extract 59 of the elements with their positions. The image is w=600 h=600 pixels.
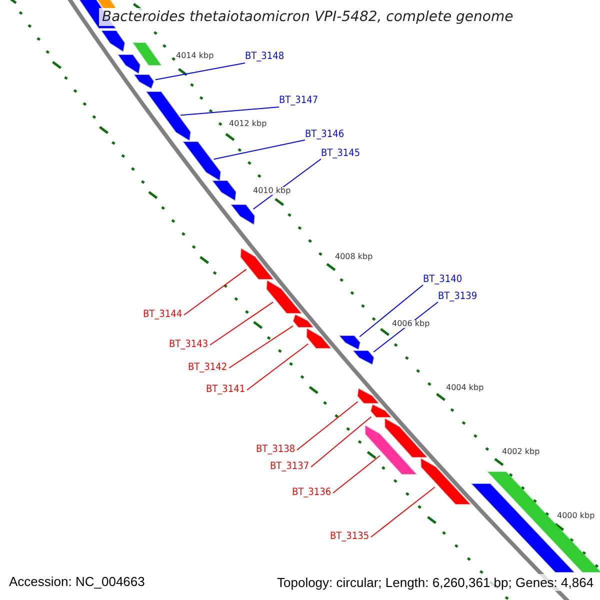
gene-label: BT_3142 <box>188 362 228 372</box>
gene-label: BT_3139 <box>438 292 478 302</box>
leader-line <box>373 302 438 352</box>
gene-feature <box>212 180 236 201</box>
gene-label: BT_3136 <box>292 488 332 498</box>
tick-label: 4004 kbp <box>446 384 484 392</box>
gene-label: BT_3137 <box>270 462 310 472</box>
gene-feature <box>486 472 600 572</box>
gene-feature <box>132 42 162 66</box>
leader-line <box>210 302 274 346</box>
leader-line <box>252 158 322 210</box>
gene-feature <box>292 314 314 328</box>
gene-feature <box>182 142 221 181</box>
leader-line <box>246 343 309 390</box>
tick-label: 4012 kbp <box>229 120 267 128</box>
genome-info-text: Topology: circular; Length: 6,260,361 bp; Genes: 4,864 <box>275 574 596 591</box>
gene-label: BT_3141 <box>206 384 246 394</box>
leader-line <box>228 325 294 368</box>
gene-label: BT_3135 <box>330 532 370 542</box>
gene-feature <box>352 350 374 365</box>
leader-line <box>359 284 424 338</box>
tick-label: 4008 kbp <box>335 253 373 262</box>
tick-label: 4000 kbp <box>557 512 595 520</box>
gene-label: BT_3146 <box>305 130 344 140</box>
gene-label: BT_3144 <box>143 310 182 320</box>
gene-feature <box>420 458 471 504</box>
tick-label: 4014 kbp <box>176 52 214 60</box>
leader-line <box>310 416 372 468</box>
gene-feature <box>471 484 575 572</box>
gene-label: BT_3138 <box>256 444 296 454</box>
gene-feature <box>118 54 140 74</box>
gene-feature <box>306 328 332 348</box>
leader-line <box>184 268 247 316</box>
tick-label: 4006 kbp <box>392 320 430 328</box>
gene-label: BT_3147 <box>279 96 318 106</box>
gene-feature <box>230 204 255 225</box>
leader-line <box>154 62 246 80</box>
gene-feature <box>266 280 302 314</box>
gene-feature <box>370 404 392 418</box>
gene-label: BT_3143 <box>169 340 208 350</box>
gene-feature <box>339 336 360 350</box>
gene-label: BT_3145 <box>321 148 360 158</box>
gene-feature <box>357 388 380 404</box>
gene-feature <box>134 74 154 89</box>
gene-feature <box>146 92 191 141</box>
gene-feature <box>364 425 418 474</box>
tick-label: 4002 kbp <box>502 448 540 456</box>
gene-feature <box>384 418 428 458</box>
leader-line <box>213 140 306 160</box>
leader-line <box>296 401 358 450</box>
tick-label: 4010 kbp <box>253 187 291 196</box>
gene-feature <box>240 248 274 280</box>
gene-label: BT_3148 <box>245 52 284 62</box>
leader-line <box>180 106 280 116</box>
accession-text: Accession: NC_004663 <box>9 575 145 588</box>
leader-line <box>370 486 436 538</box>
gene-label: BT_3140 <box>423 274 462 284</box>
leader-line <box>332 455 380 494</box>
gene-feature <box>101 30 125 52</box>
